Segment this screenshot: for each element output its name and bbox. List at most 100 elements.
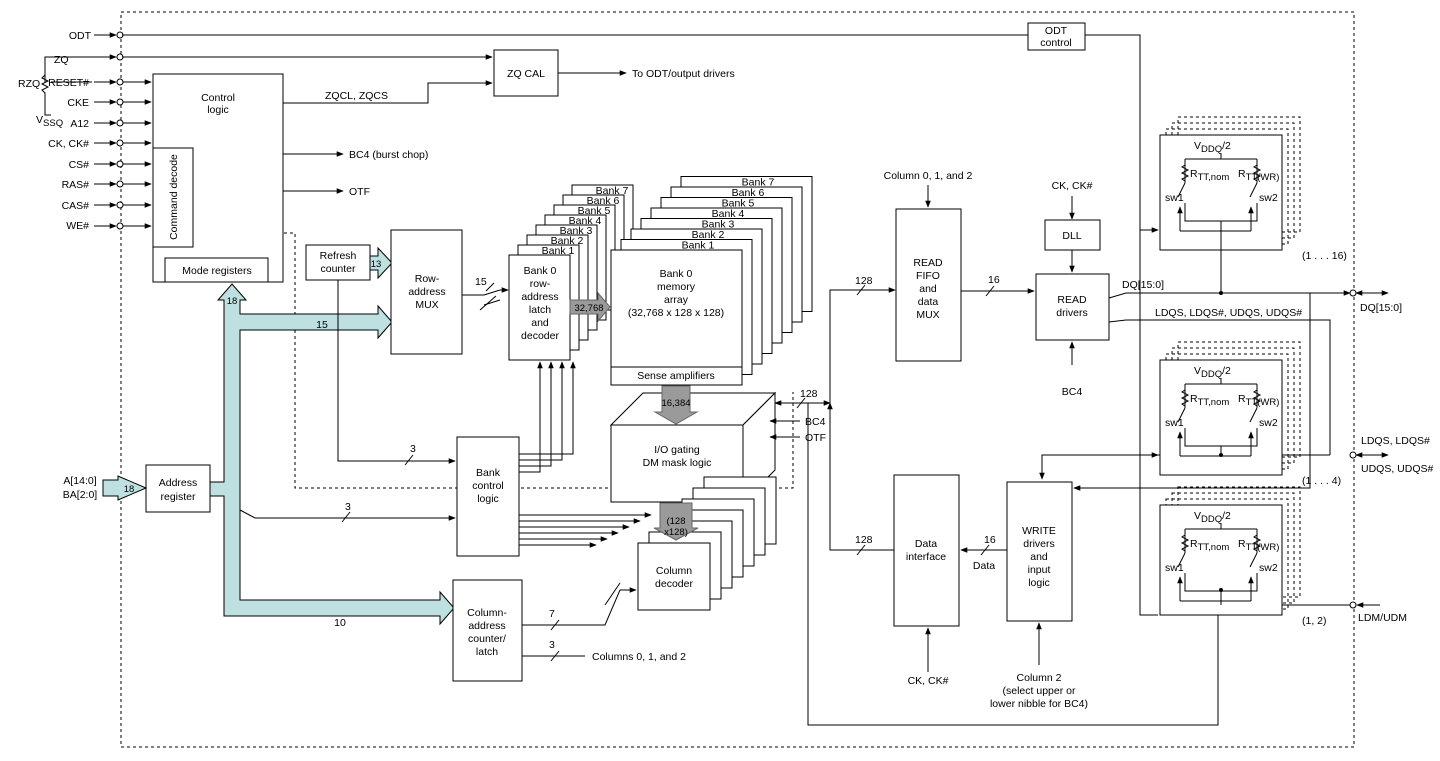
read-drivers-label-2: drivers [1056, 307, 1088, 319]
pin-rzq: RZQ [18, 78, 40, 90]
bank-ctrl-line [519, 361, 554, 467]
bus-width-18-input: 18 [124, 484, 135, 495]
bank0-array-label: Bank 0 [660, 268, 693, 280]
odt-count-label: (1 . . . 16) [1302, 250, 1347, 262]
pin-pad [116, 160, 124, 168]
mode-registers-block [164, 257, 269, 283]
pin-reset: RESET# [48, 77, 89, 89]
bc4-label: BC4 [1062, 386, 1083, 398]
pin-pad [116, 119, 124, 127]
pin-cas: CAS# [62, 200, 90, 212]
bank-array-label: Bank 6 [732, 187, 765, 199]
bc4-io-label: BC4 [805, 416, 826, 428]
zqcl-label: ZQCL, ZQCS [325, 90, 388, 102]
col2-label-3: lower nibble for BC4) [990, 698, 1088, 710]
refresh-counter-label-2: counter [320, 263, 356, 275]
dll-block [1044, 219, 1101, 251]
bus-width-18-mode: 18 [227, 296, 238, 307]
bus-width-128-data: 128 [855, 534, 873, 546]
bank0-latch-label: Bank 0 [524, 265, 557, 277]
row-to-array-bus [569, 291, 611, 323]
column-decoder-block [637, 542, 711, 611]
odt-wiring [1184, 378, 1258, 408]
resistor-icon [1180, 164, 1190, 182]
bank-control-label-2: control [472, 480, 504, 492]
bank0-latch-label-6: decoder [521, 330, 559, 342]
data-interface-label: Data [915, 538, 937, 550]
ck-bottom-label: CK, CK# [908, 675, 949, 687]
read-fifo-label-3: and [919, 283, 937, 295]
read-fifo-label: READ [913, 257, 943, 269]
bus-width-16384: 16,384 [661, 398, 690, 409]
junction-dot [1219, 453, 1223, 457]
command-decode-block [152, 147, 194, 248]
bank0-memory-array [610, 249, 743, 386]
odt-wiring [1184, 523, 1258, 553]
sense-amps-label: Sense amplifiers [637, 370, 715, 382]
column-counter-label-2: address [468, 620, 505, 632]
io-to-col-bus [653, 502, 699, 541]
pin-we: WE# [66, 220, 89, 232]
odt-control-label: ODT [1045, 25, 1068, 37]
column-counter-label-4: latch [476, 646, 498, 658]
row-mux-label-3: MUX [415, 299, 438, 311]
bank-control-block [456, 436, 520, 557]
bank-array-label: Bank 1 [682, 240, 715, 252]
bus-width-128x128: (128 [666, 516, 685, 527]
bank0-latch-label-3: address [521, 291, 558, 303]
strobes-label: LDQS, LDQS#, UDQS, UDQS# [1155, 307, 1302, 319]
bank-latch-label: Bank 1 [542, 245, 575, 257]
bank-array-label: Bank 5 [722, 198, 755, 210]
column-counter-label: Column- [467, 607, 507, 619]
bank-latch-label: Bank 2 [551, 235, 584, 247]
resistor-icon [1252, 164, 1262, 182]
write-drivers-label-2: drivers [1023, 538, 1055, 550]
bank-latch-label: Bank 3 [560, 225, 593, 237]
read-drivers-label: READ [1057, 294, 1087, 306]
ck-top-label: CK, CK# [1052, 180, 1093, 192]
pin-zq: ZQ [54, 54, 69, 66]
bus-width-128x128-2: x128) [664, 527, 688, 538]
pin-pad [116, 78, 124, 86]
bank-latch-label: Bank 7 [596, 185, 629, 197]
vddq-label: VDDQ/2 [1194, 140, 1231, 155]
write-drivers-label-3: and [1030, 551, 1048, 563]
row-mux-block [390, 229, 463, 355]
rtt-wr-label: RTT(WR) [1238, 538, 1279, 553]
write-drivers-block [1006, 481, 1073, 622]
command-decode-label: Command decode [168, 154, 180, 240]
junction-dot [1219, 588, 1223, 592]
pin-cke: CKE [67, 97, 89, 109]
ldm-pin-label: LDM/UDM [1358, 612, 1407, 624]
address-register-label: Address [159, 477, 198, 489]
bus-width-10-col: 10 [334, 617, 346, 629]
bank-array-label: Bank 4 [712, 208, 745, 220]
odt-wiring [1184, 153, 1258, 183]
address-input-bus [102, 475, 148, 501]
address-register-label-2: register [160, 491, 196, 503]
rtt-nom-label: RTT,nom [1190, 538, 1229, 553]
left-pins: ODT ZQ RZQ VSSQ RESET# CKE A12 CK, CK# C… [18, 30, 152, 501]
pin-pad [116, 201, 124, 209]
resistor-icon [1180, 534, 1190, 552]
sw2-label: sw2 [1259, 192, 1278, 204]
vddq-label: VDDQ/2 [1194, 510, 1231, 525]
col012-top-label: Column 0, 1, and 2 [884, 170, 973, 182]
bank-array-label: Bank 3 [702, 219, 735, 231]
write-drivers-label-4: input [1028, 564, 1051, 576]
bank0-array-label-3: array [664, 294, 689, 306]
bank0-row-latch-block [508, 254, 571, 361]
write-drivers-label: WRITE [1022, 525, 1056, 537]
io-gating-label-2: DM mask logic [643, 457, 712, 469]
udqs-pin-label: UDQS, UDQS# [1361, 463, 1434, 475]
mode-registers-label: Mode registers [182, 265, 251, 277]
bank-latch-label: Bank 4 [569, 215, 602, 227]
bus-width-3-col: 3 [549, 639, 555, 651]
control-logic-label: Control [201, 92, 235, 104]
to-odt-label: To ODT/output drivers [632, 68, 735, 80]
otf-label: OTF [349, 186, 370, 198]
col2-label-2: (select upper or [1003, 685, 1076, 697]
bus-width-3-bank: 3 [410, 443, 416, 455]
resistor-icon [1180, 389, 1190, 407]
